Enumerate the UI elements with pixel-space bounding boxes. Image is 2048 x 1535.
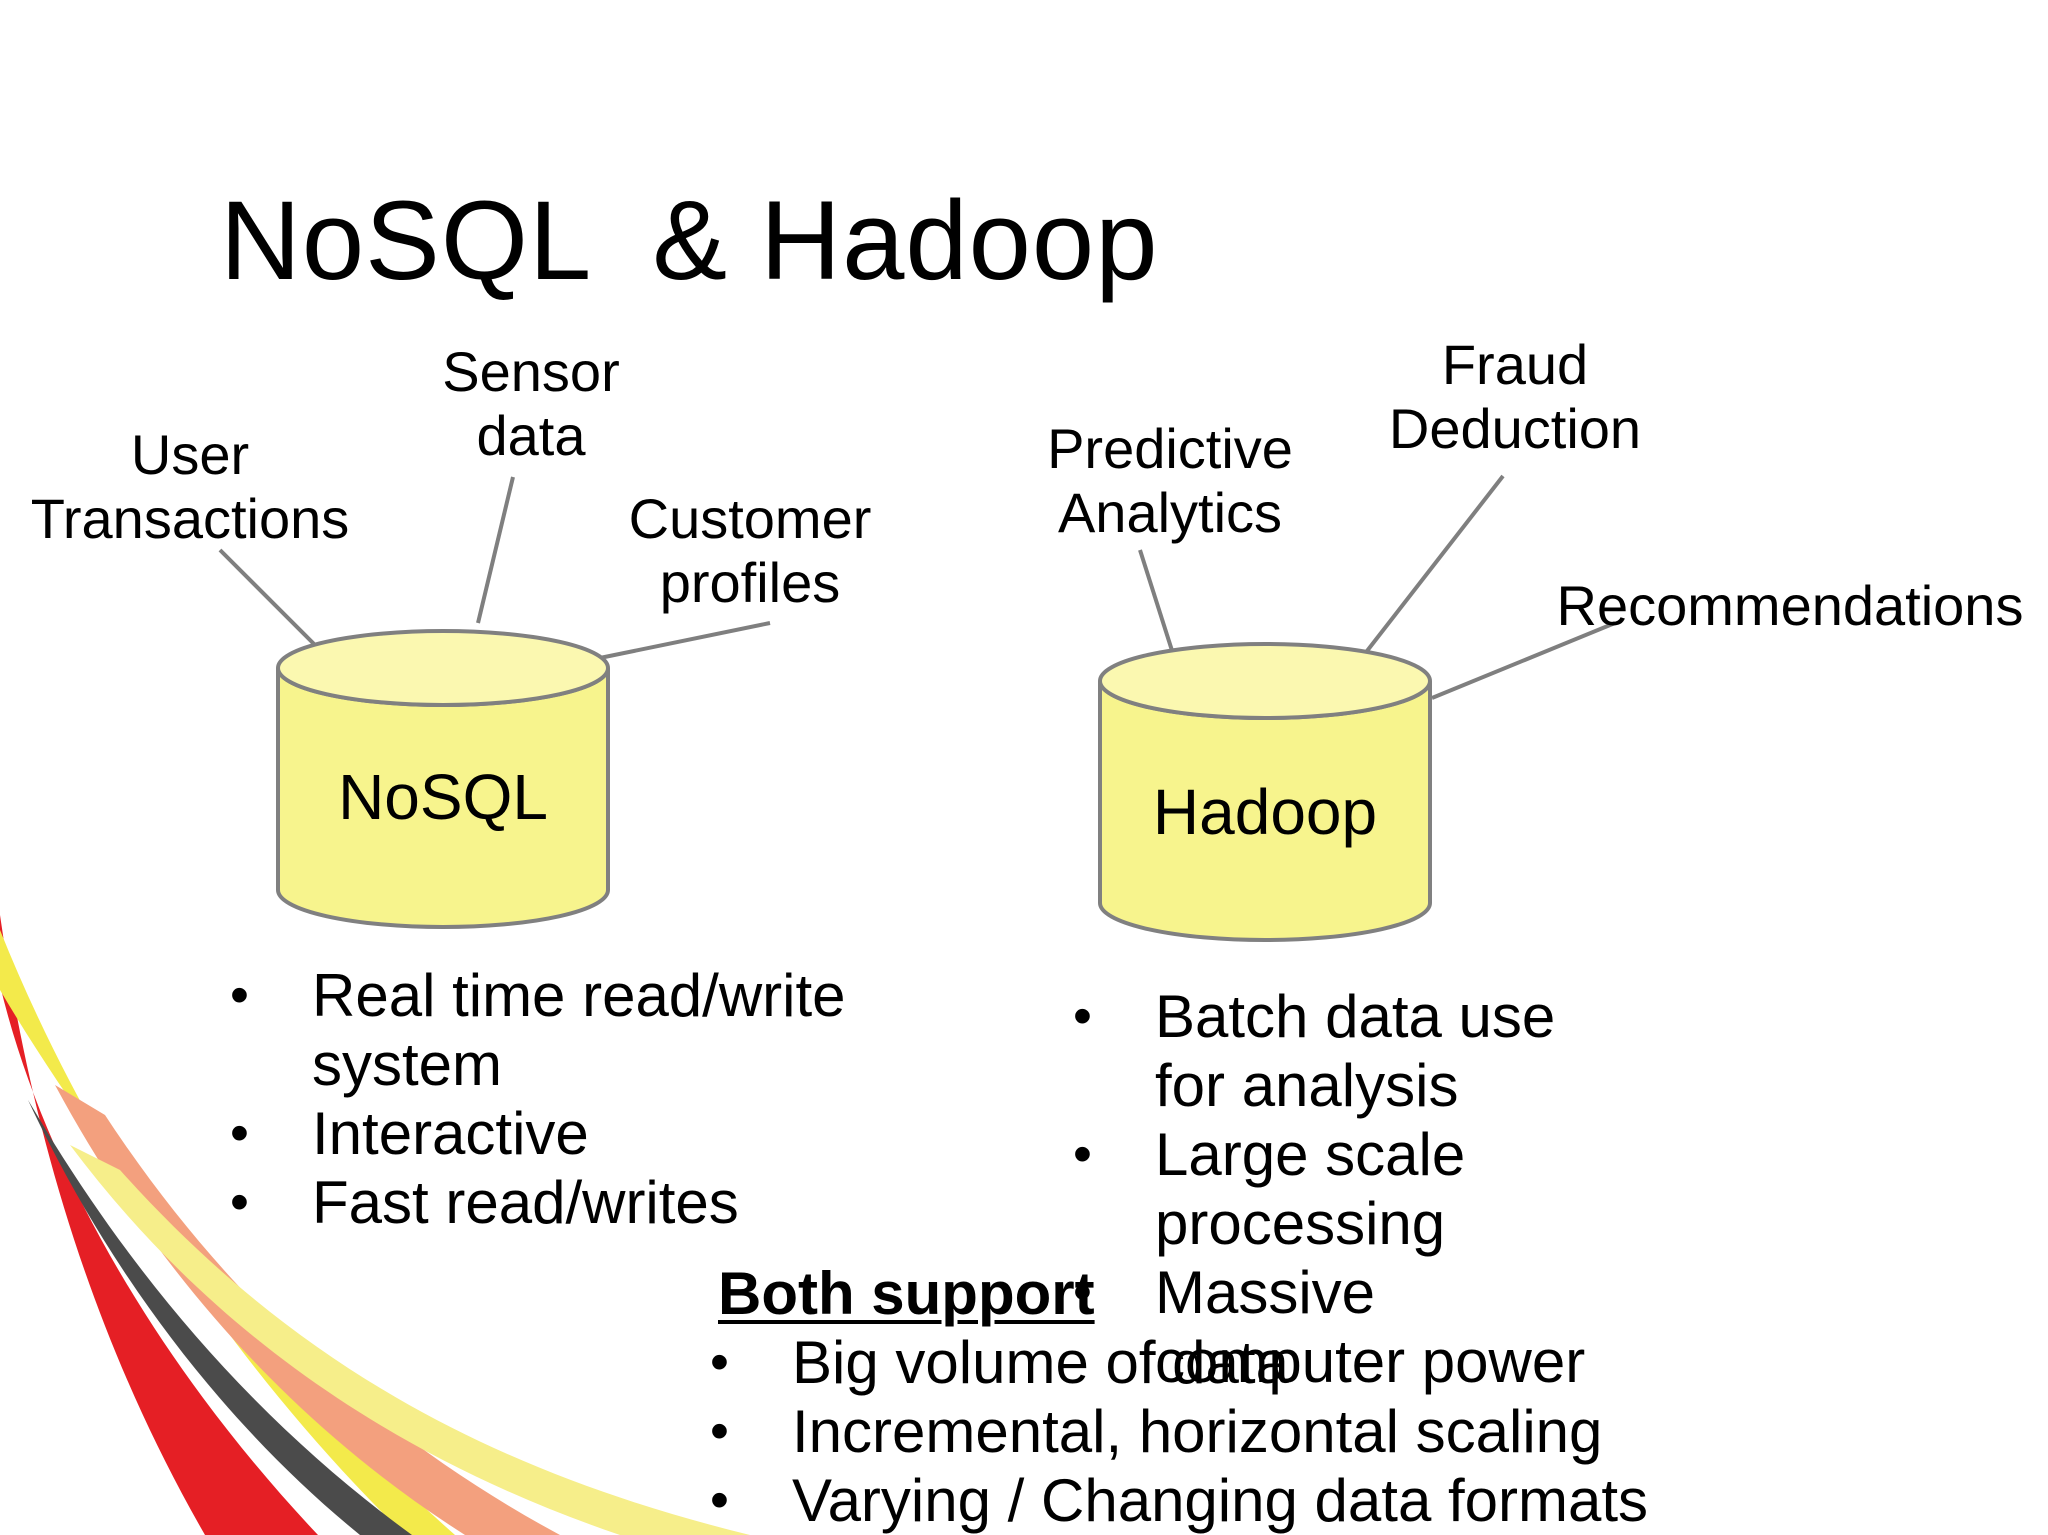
nosql-feature-list: Real time read/write system Interactive … <box>230 961 850 1237</box>
nosql-cylinder-label: NoSQL <box>338 761 548 833</box>
nosql-cylinder <box>276 629 610 929</box>
shared-support-item: Varying / Changing data formats <box>710 1466 1890 1535</box>
both-support-heading: Both support <box>718 1260 1095 1327</box>
label-user-transactions: User Transactions <box>30 423 350 550</box>
connector-recommendations <box>1431 621 1616 700</box>
nosql-feature-item: Fast read/writes <box>230 1168 850 1237</box>
decorative-swoosh-salmon <box>55 1085 560 1535</box>
hadoop-cylinder <box>1098 642 1432 942</box>
nosql-feature-item: Real time read/write system <box>230 961 850 1099</box>
label-predictive-analytics: Predictive Analytics <box>1047 417 1293 544</box>
label-customer-profiles: Customer profiles <box>628 487 872 614</box>
connector-customer-profiles <box>589 621 771 662</box>
shared-support-item: Incremental, horizontal scaling <box>710 1397 1890 1466</box>
label-sensor-data: Sensor data <box>442 340 620 467</box>
connector-fraud-deduction <box>1358 474 1505 662</box>
connector-user-transactions <box>218 548 332 662</box>
label-recommendations: Recommendations <box>1556 574 2024 637</box>
connector-predictive-analytics <box>1138 549 1177 661</box>
page-title: NoSQL & Hadoop <box>220 178 1159 303</box>
shared-support-item: Big volume of data <box>710 1328 1890 1397</box>
label-fraud-deduction: Fraud Deduction <box>1388 333 1642 460</box>
hadoop-feature-item: Large scale processing <box>1073 1120 1633 1258</box>
hadoop-feature-item: Batch data use for analysis <box>1073 982 1633 1120</box>
connector-sensor-data <box>476 476 515 624</box>
hadoop-cylinder-label: Hadoop <box>1152 776 1378 848</box>
nosql-feature-item: Interactive <box>230 1099 850 1168</box>
decorative-swoosh-red <box>0 915 318 1535</box>
shared-support-list: Big volume of data Incremental, horizont… <box>710 1328 1890 1535</box>
